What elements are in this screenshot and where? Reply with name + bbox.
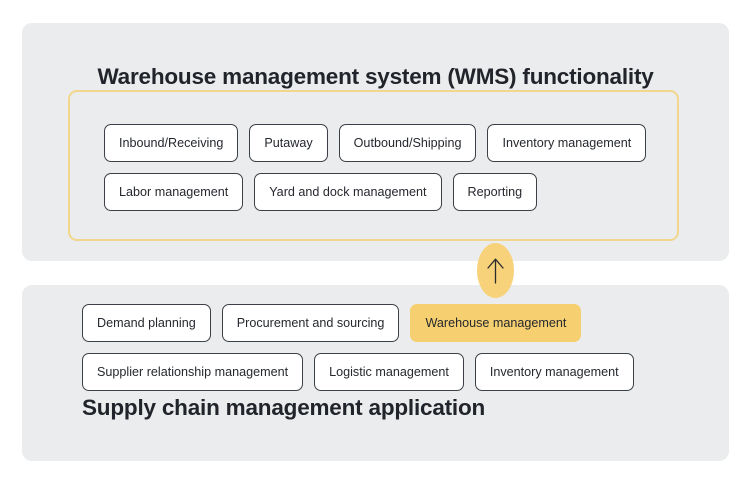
chip-label: Inventory management	[502, 135, 632, 150]
chip-inventory-management-wms[interactable]: Inventory management	[487, 124, 647, 162]
chip-logistic-management[interactable]: Logistic management	[314, 353, 464, 391]
scm-chip-row-1: Demand planning Procurement and sourcing…	[82, 304, 582, 342]
chip-inventory-management-scm[interactable]: Inventory management	[474, 353, 634, 391]
chip-inbound-receiving[interactable]: Inbound/Receiving	[104, 124, 239, 162]
connector-arrow-badge	[477, 243, 514, 298]
chip-labor-management[interactable]: Labor management	[104, 173, 244, 211]
wms-panel: Warehouse management system (WMS) functi…	[22, 23, 729, 261]
chip-label: Yard and dock management	[269, 184, 427, 199]
chip-label: Procurement and sourcing	[236, 315, 385, 330]
chip-demand-planning[interactable]: Demand planning	[82, 304, 211, 342]
scm-chip-row-2: Supplier relationship management Logisti…	[82, 353, 634, 391]
chip-label: Supplier relationship management	[97, 364, 289, 379]
chip-procurement-and-sourcing[interactable]: Procurement and sourcing	[221, 304, 400, 342]
chip-label: Demand planning	[97, 315, 196, 330]
scm-panel-title: Supply chain management application	[82, 395, 486, 420]
wms-chip-row-2: Labor management Yard and dock managemen…	[104, 173, 538, 211]
chip-label: Inbound/Receiving	[119, 135, 224, 150]
chip-supplier-relationship-management[interactable]: Supplier relationship management	[82, 353, 304, 391]
chip-yard-and-dock-management[interactable]: Yard and dock management	[254, 173, 442, 211]
chip-putaway[interactable]: Putaway	[249, 124, 328, 162]
chip-label: Warehouse management	[425, 315, 567, 330]
chip-label: Logistic management	[329, 364, 449, 379]
chip-label: Outbound/Shipping	[353, 135, 462, 150]
chip-label: Labor management	[119, 184, 229, 199]
wms-functionality-frame: Inbound/Receiving Putaway Outbound/Shipp…	[68, 90, 679, 241]
chip-reporting[interactable]: Reporting	[452, 173, 538, 211]
chip-label: Inventory management	[489, 364, 619, 379]
scm-panel: Demand planning Procurement and sourcing…	[22, 285, 729, 461]
chip-warehouse-management-highlighted[interactable]: Warehouse management	[410, 304, 582, 342]
chip-outbound-shipping[interactable]: Outbound/Shipping	[338, 124, 477, 162]
wms-panel-title: Warehouse management system (WMS) functi…	[97, 64, 654, 89]
up-arrow-icon	[486, 257, 505, 284]
chip-label: Putaway	[264, 135, 313, 150]
wms-chip-row-1: Inbound/Receiving Putaway Outbound/Shipp…	[104, 124, 647, 162]
chip-label: Reporting	[467, 184, 523, 199]
